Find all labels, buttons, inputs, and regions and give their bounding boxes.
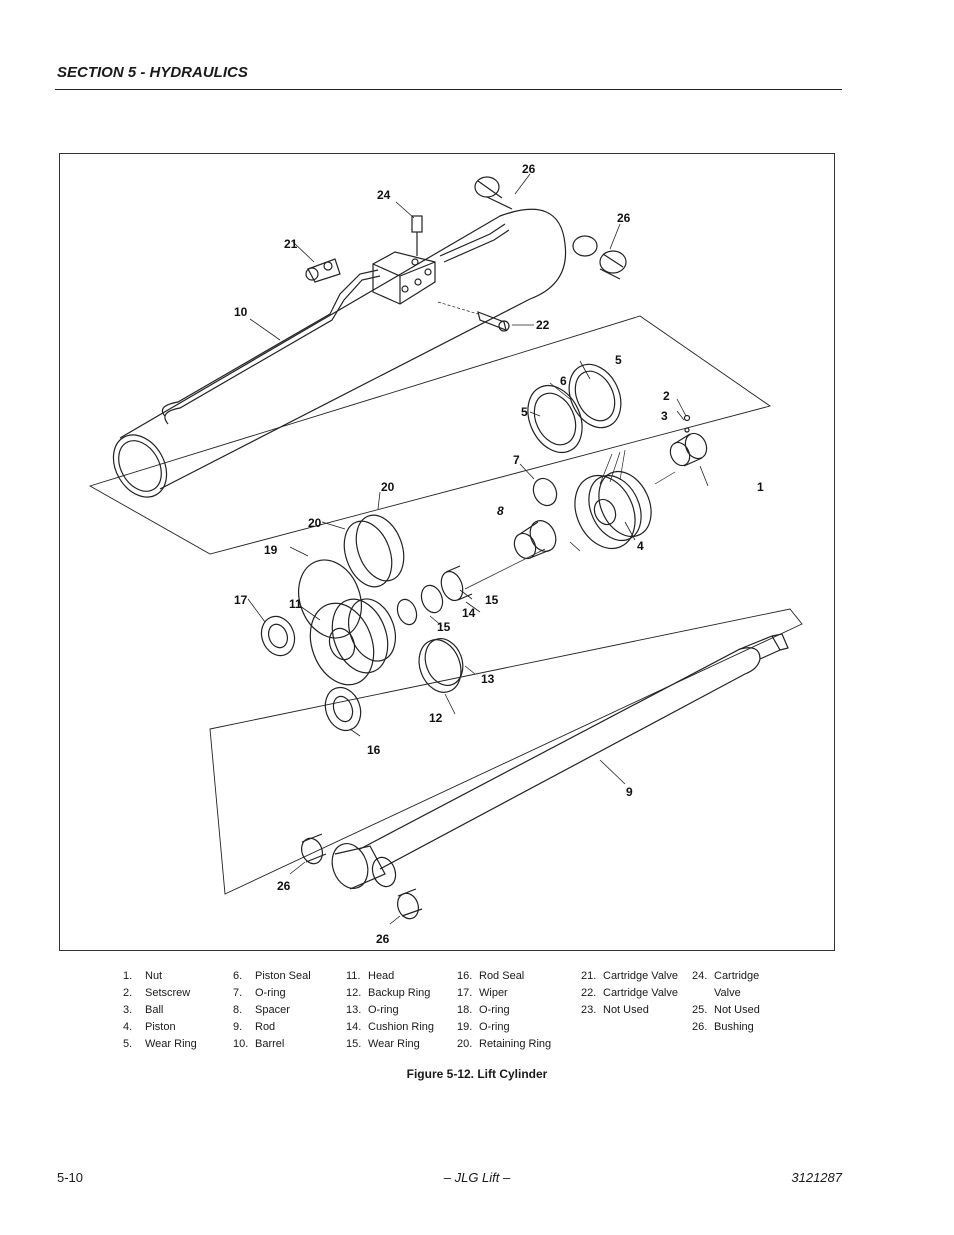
legend-item: 16.Rod Seal bbox=[457, 970, 525, 982]
legend-item: 7.O-ring bbox=[233, 987, 286, 999]
callout-26d: 26 bbox=[376, 932, 390, 946]
callout-26a: 26 bbox=[522, 162, 536, 176]
callout-6: 6 bbox=[560, 374, 567, 388]
callout-8: 8 bbox=[497, 504, 504, 518]
legend-item: 26.Bushing bbox=[692, 1021, 754, 1033]
legend-column-4: 16.Rod Seal 17.Wiper 18.O-ring 19.O-ring… bbox=[457, 968, 551, 1053]
legend-item: 9.Rod bbox=[233, 1021, 276, 1033]
legend-column-6: 24.Cartridge Valve 25.Not Used 26.Bushin… bbox=[692, 968, 760, 1036]
callout-20a: 20 bbox=[381, 480, 395, 494]
legend-item: 5.Wear Ring bbox=[123, 1038, 197, 1050]
legend-item: 13.O-ring bbox=[346, 1004, 399, 1016]
callout-4: 4 bbox=[637, 539, 644, 553]
callout-7: 7 bbox=[513, 453, 520, 467]
callout-26c: 26 bbox=[277, 879, 291, 893]
legend-item: 15.Wear Ring bbox=[346, 1038, 420, 1050]
legend-item: 14.Cushion Ring bbox=[346, 1021, 435, 1033]
callout-21: 21 bbox=[284, 237, 298, 251]
callout-3: 3 bbox=[661, 409, 668, 423]
legend-item: 8.Spacer bbox=[233, 1004, 290, 1016]
callout-11: 11 bbox=[289, 597, 302, 611]
callout-5b: 5 bbox=[521, 405, 528, 419]
legend-item: 4.Piston bbox=[123, 1021, 176, 1033]
callout-17: 17 bbox=[234, 593, 248, 607]
rod bbox=[289, 633, 789, 925]
callout-20b: 20 bbox=[308, 516, 322, 530]
callout-22: 22 bbox=[536, 318, 550, 332]
legend-item: 18.O-ring bbox=[457, 1004, 510, 1016]
callout-16: 16 bbox=[367, 743, 381, 757]
cartridge-valve-22 bbox=[437, 301, 534, 332]
callout-15a: 15 bbox=[485, 593, 499, 607]
legend-item: 22.Cartridge Valve bbox=[581, 987, 678, 999]
valve-block bbox=[372, 251, 436, 305]
barrel bbox=[112, 176, 627, 498]
callout-26b: 26 bbox=[617, 211, 631, 225]
legend-item: Valve bbox=[714, 987, 741, 999]
callout-24: 24 bbox=[377, 188, 391, 202]
legend-item: 24.Cartridge bbox=[692, 970, 760, 982]
header-rule bbox=[55, 89, 842, 90]
figure-caption: Figure 5-12. Lift Cylinder bbox=[406, 1067, 548, 1081]
legend-item: 21.Cartridge Valve bbox=[581, 970, 678, 982]
callout-9: 9 bbox=[626, 785, 633, 799]
legend-item: 25.Not Used bbox=[692, 1004, 760, 1016]
legend-item: 3.Ball bbox=[123, 1004, 164, 1016]
callout-14: 14 bbox=[462, 606, 476, 620]
legend-item: 6.Piston Seal bbox=[233, 970, 311, 982]
callout-2: 2 bbox=[663, 389, 670, 403]
callout-12: 12 bbox=[429, 711, 443, 725]
head-assembly bbox=[247, 491, 481, 737]
barrel-plane bbox=[88, 315, 772, 555]
legend-column-3: 11.Head 12.Backup Ring 13.O-ring 14.Cush… bbox=[346, 968, 434, 1053]
piston-assembly bbox=[464, 360, 709, 590]
footer-brand: – JLG Lift – bbox=[443, 1170, 511, 1185]
legend-item: 17.Wiper bbox=[457, 987, 508, 999]
page-number: 5-10 bbox=[57, 1170, 84, 1185]
lift-cylinder-diagram: 1 2 3 4 5 5 6 7 8 9 10 11 12 13 14 15 15… bbox=[88, 162, 803, 946]
cartridge-valve-24 bbox=[395, 201, 423, 256]
legend-column-1: 1.Nut 2.Setscrew 3.Ball 4.Piston 5.Wear … bbox=[123, 968, 197, 1053]
cartridge-valve-21 bbox=[292, 241, 341, 283]
legend-item: 19.O-ring bbox=[457, 1021, 510, 1033]
legend-column-5: 21.Cartridge Valve 22.Cartridge Valve 23… bbox=[581, 968, 678, 1019]
legend-item: 20.Retaining Ring bbox=[457, 1038, 552, 1050]
document-number: 3121287 bbox=[791, 1170, 842, 1185]
callout-19: 19 bbox=[264, 543, 278, 557]
figure-frame: 1 2 3 4 5 5 6 7 8 9 10 11 12 13 14 15 15… bbox=[59, 153, 835, 951]
legend-item: 23.Not Used bbox=[581, 1004, 649, 1016]
legend-item: 10.Barrel bbox=[233, 1038, 285, 1050]
legend-item: 1.Nut bbox=[123, 970, 163, 982]
callout-10: 10 bbox=[234, 305, 248, 319]
rod-plane bbox=[209, 608, 803, 895]
callout-1: 1 bbox=[757, 480, 764, 494]
legend-item: 12.Backup Ring bbox=[346, 987, 431, 999]
callout-15b: 15 bbox=[437, 620, 451, 634]
section-title: SECTION 5 - HYDRAULICS bbox=[57, 64, 248, 81]
legend-item: 11.Head bbox=[346, 970, 395, 982]
callout-5a: 5 bbox=[615, 353, 622, 367]
legend-item: 2.Setscrew bbox=[123, 987, 191, 999]
callout-13: 13 bbox=[481, 672, 495, 686]
legend-column-2: 6.Piston Seal 7.O-ring 8.Spacer 9.Rod 10… bbox=[233, 968, 311, 1053]
